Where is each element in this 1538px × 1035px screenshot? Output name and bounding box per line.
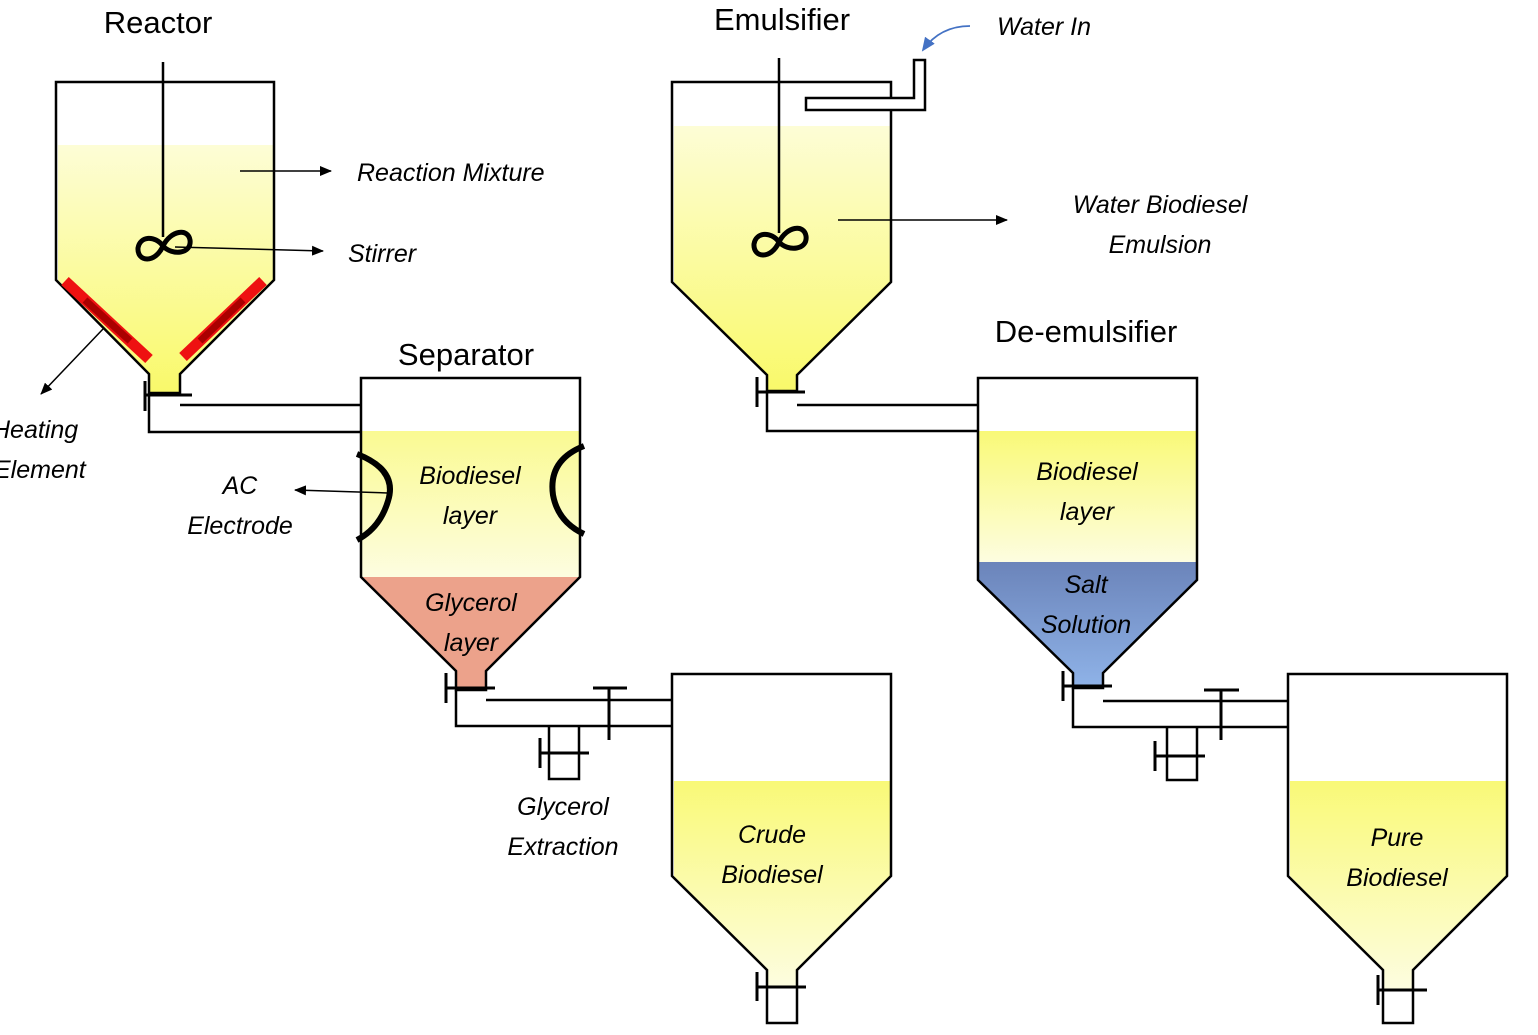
demulsifier-biodiesel-label-line1: Biodiesel: [1036, 458, 1139, 486]
demulsifier-biodiesel-label-line2: layer: [1060, 498, 1116, 526]
demulsifier-line-valve: [1204, 688, 1239, 740]
pure-biodiesel-label-line2: Biodiesel: [1346, 864, 1449, 892]
stirrer-icon: [135, 229, 193, 262]
glycerol-layer-label-line2: layer: [444, 629, 500, 657]
glycerol-extraction-outlet: [538, 726, 589, 781]
separator-vessel: [355, 376, 586, 692]
heating-element-label-line2: Element: [0, 456, 87, 484]
ac-electrode-label-line2: Electrode: [187, 512, 293, 540]
pure-biodiesel-label-line1: Pure: [1371, 824, 1424, 852]
glycerol-layer-label-line1: Glycerol: [425, 589, 518, 617]
demulsifier-biodiesel-layer: [979, 431, 1196, 562]
separator-biodiesel-label-line2: layer: [443, 502, 499, 530]
pure-biodiesel-liquid: [1290, 781, 1506, 990]
stirrer-arrow: [174, 245, 324, 256]
reactor-vessel: [54, 80, 276, 395]
ac-electrode-left: [355, 451, 393, 543]
emulsifier-stirrer: [751, 58, 809, 258]
ac-electrode-right: [549, 443, 586, 537]
emulsion-label-line2: Emulsion: [1109, 231, 1212, 259]
crude-biodiesel-label-line2: Biodiesel: [721, 861, 824, 889]
pipe-reactor-to-separator: [147, 395, 361, 434]
glycerol-extraction-label-line2: Extraction: [507, 833, 618, 861]
pipe-separator-to-crude: [454, 690, 671, 728]
salt-solution-label-line2: Solution: [1041, 611, 1131, 639]
crude-biodiesel-label-line1: Crude: [738, 821, 806, 849]
heating-element-label-line1: Heating: [0, 416, 78, 444]
emulsifier-title: Emulsifier: [714, 2, 850, 37]
stirrer-icon: [751, 225, 809, 258]
pure-biodiesel-tank: [1286, 672, 1509, 1025]
crude-biodiesel-liquid: [674, 781, 890, 988]
emulsion-liquid: [674, 126, 890, 391]
water-inlet-pipe: [804, 58, 927, 112]
reaction-mixture-liquid: [58, 145, 273, 393]
reaction-mixture-label: Reaction Mixture: [357, 159, 545, 187]
salt-solution-label-line1: Salt: [1064, 571, 1108, 599]
reactor-title: Reactor: [104, 5, 213, 40]
glycerol-extraction-label-line1: Glycerol: [517, 793, 610, 821]
emulsion-label-line1: Water Biodiesel: [1073, 191, 1249, 219]
crude-biodiesel-tank: [670, 672, 893, 1025]
water-in-label: Water In: [997, 13, 1091, 41]
demulsifier-vessel: [976, 376, 1199, 690]
separator-title: Separator: [398, 337, 534, 372]
salt-solution-outlet: [1153, 727, 1205, 782]
separator-biodiesel-label-line1: Biodiesel: [419, 462, 522, 490]
separator-biodiesel-layer: [362, 431, 579, 577]
heating-element-arrow: [40, 328, 104, 395]
demulsifier-valve: [1061, 671, 1112, 701]
reactor-valve: [143, 381, 192, 411]
separator-line-valve: [593, 686, 627, 740]
ac-electrode-label-line1: AC: [221, 472, 259, 500]
demulsifier-title: De-emulsifier: [995, 314, 1178, 349]
reactor-stirrer: [135, 62, 193, 262]
pipe-demulsifier-to-pure: [1071, 688, 1287, 729]
separator-valve: [444, 673, 495, 703]
stirrer-label: Stirrer: [348, 240, 418, 268]
salt-solution-layer: [979, 562, 1196, 688]
pipe-emulsifier-to-demulsifier: [765, 392, 977, 433]
water-in-arrow-icon: [921, 25, 971, 52]
glycerol-layer: [362, 577, 579, 690]
emulsifier-valve: [755, 377, 805, 407]
ac-electrode-arrow: [294, 485, 389, 496]
